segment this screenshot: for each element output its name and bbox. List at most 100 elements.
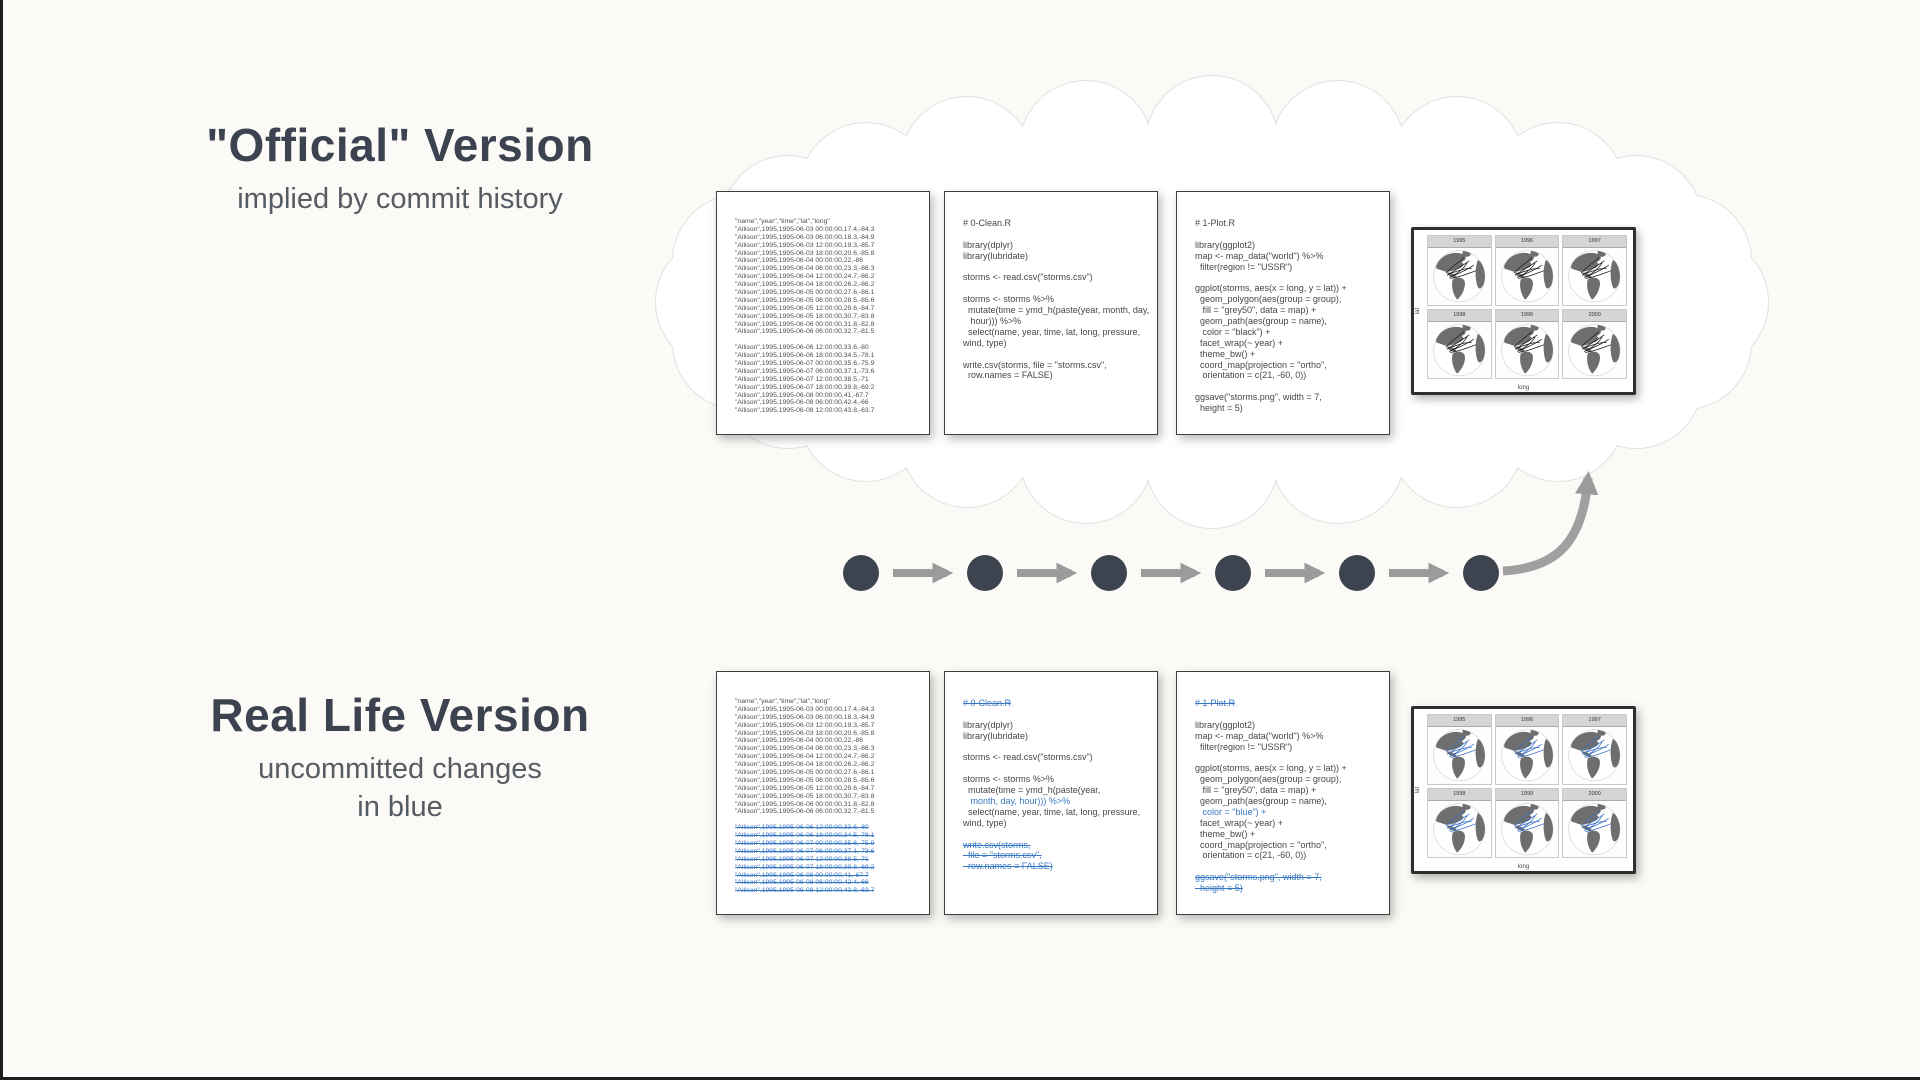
code-line: "Allison",1995,1995-06-07 12:00:00,38.5,… xyxy=(735,375,869,383)
code-line: filter(region != "USSR") xyxy=(1195,741,1293,752)
code-line: row.names = FALSE) xyxy=(963,370,1053,381)
code-line: "Allison",1995,1995-06-06 12:00:00,33.6,… xyxy=(735,344,869,352)
code-line: # 0-Clean.R xyxy=(963,218,1012,228)
facet-grid-real: 1995 1996 1997 1998 1999 2000 xyxy=(1427,714,1627,858)
facet-plot-area xyxy=(1495,800,1559,857)
facet-plot-area xyxy=(1495,321,1559,378)
code-line: storms <- storms %>% xyxy=(963,774,1055,785)
facet-plot-area xyxy=(1495,248,1559,305)
real-life-version-heading: Real Life Version uncommitted changes in… xyxy=(140,688,660,826)
code-line: "Allison",1995,1995-06-07 00:00:00,35.6,… xyxy=(735,840,875,848)
code-line xyxy=(1195,752,1383,763)
map-y-axis-label: lat xyxy=(1415,786,1422,794)
code-line: write.csv(storms, file = "storms.csv", xyxy=(963,359,1107,370)
map-facet: 1998 xyxy=(1427,308,1492,379)
code-line: "Allison",1995,1995-06-05 00:00:00,27.6,… xyxy=(735,289,875,297)
code-line: wind, type) xyxy=(963,337,1007,348)
code-line: "Allison",1995,1995-06-03 06:00:00,18.3,… xyxy=(735,233,875,241)
code-line: ggsave("storms.png", width = 7, xyxy=(1195,392,1322,403)
map-facet: 1998 xyxy=(1427,787,1492,858)
code-line: "Allison",1995,1995-06-04 06:00:00,23.3,… xyxy=(735,745,875,753)
csv-content-official: "name","year","time","lat","long""Alliso… xyxy=(717,192,929,421)
code-line: map <- map_data("world") %>% xyxy=(1195,250,1324,261)
code-line: ggsave("storms.png", width = 7, xyxy=(1195,872,1322,883)
clean-code-real: # 0-Clean.R library(dplyr)library(lubrid… xyxy=(945,672,1157,878)
facet-plot-area xyxy=(1563,321,1626,378)
code-line: "Allison",1995,1995-06-05 06:00:00,28.5,… xyxy=(735,296,875,304)
facet-plot-area xyxy=(1495,727,1559,784)
facet-year-label: 1999 xyxy=(1495,309,1559,322)
code-line: # 0-Clean.R xyxy=(963,698,1012,708)
code-line: library(dplyr) xyxy=(963,719,1014,730)
code-line: "Allison",1995,1995-06-07 12:00:00,38.5,… xyxy=(735,855,869,863)
commit-dot xyxy=(967,555,1003,591)
globe-map xyxy=(1497,728,1558,783)
code-line: "Allison",1995,1995-06-06 00:00:00,31.8,… xyxy=(735,320,875,328)
code-line: facet_wrap(~ year) + xyxy=(1195,817,1284,828)
commit-dot xyxy=(1339,555,1375,591)
commit-dot xyxy=(1215,555,1251,591)
facet-year-label: 1999 xyxy=(1495,788,1559,801)
facet-year-label: 1995 xyxy=(1428,236,1491,248)
facet-year-label: 1996 xyxy=(1495,715,1559,727)
clean-code-official: # 0-Clean.R library(dplyr)library(lubrid… xyxy=(945,192,1157,387)
code-line: select(name, year, time, lat, long, pres… xyxy=(963,326,1141,337)
code-line: "Allison",1995,1995-06-05 12:00:00,29.6,… xyxy=(735,304,875,312)
code-line: "Allison",1995,1995-06-05 00:00:00,27.6,… xyxy=(735,769,875,777)
code-line xyxy=(963,763,1151,774)
facet-plot-area xyxy=(1563,800,1626,857)
map-facet: 2000 xyxy=(1562,787,1627,858)
code-line: height = 5) xyxy=(1195,403,1243,414)
code-line: hour))) %>% xyxy=(963,316,1022,327)
globe-map xyxy=(1497,323,1558,378)
code-line: "Allison",1995,1995-06-03 18:00:00,20.6,… xyxy=(735,729,875,737)
facet-plot-area xyxy=(1428,248,1491,305)
map-y-axis-label: lat xyxy=(1415,307,1422,315)
code-line: "Allison",1995,1995-06-05 12:00:00,29.6,… xyxy=(735,784,875,792)
code-line: "Allison",1995,1995-06-06 18:00:00,34.5,… xyxy=(735,352,875,360)
real-title: Real Life Version xyxy=(210,689,590,741)
facet-year-label: 2000 xyxy=(1563,309,1626,322)
code-line: coord_map(projection = "ortho", xyxy=(1195,359,1327,370)
globe-map xyxy=(1564,802,1625,857)
code-line xyxy=(963,829,1151,840)
official-title: "Official" Version xyxy=(206,119,594,171)
facet-year-label: 2000 xyxy=(1563,788,1626,801)
facet-plot-area xyxy=(1428,800,1491,857)
facet-year-label: 1998 xyxy=(1428,788,1491,801)
facet-plot-area xyxy=(1563,727,1626,784)
code-line xyxy=(963,709,1151,720)
globe-map xyxy=(1497,802,1558,857)
csv-file-panel-real: "name","year","time","lat","long""Alliso… xyxy=(716,671,930,915)
code-line: orientation = c(21, -60, 0)) xyxy=(1195,370,1307,381)
plot-script-panel-real: # 1-Plot.R library(ggplot2)map <- map_da… xyxy=(1176,671,1390,915)
globe-map xyxy=(1497,249,1558,304)
map-facet: 1995 xyxy=(1427,714,1492,785)
code-line: "Allison",1995,1995-06-05 18:00:00,30.7,… xyxy=(735,312,875,320)
map-facet: 1996 xyxy=(1494,714,1560,785)
map-x-axis-label: long xyxy=(1517,864,1530,870)
code-line: theme_bw() + xyxy=(1195,828,1256,839)
code-line xyxy=(963,283,1151,294)
code-line: mutate(time = ymd_h(paste(year, xyxy=(963,785,1101,796)
code-line xyxy=(1195,272,1383,283)
code-line: "Allison",1995,1995-06-06 18:00:00,34.5,… xyxy=(735,832,875,840)
code-line: "Allison",1995,1995-06-06 12:00:00,33.6,… xyxy=(735,824,869,832)
code-line xyxy=(1195,229,1383,240)
map-output-panel-official: lat 1995 1996 1997 1998 1999 xyxy=(1411,227,1636,395)
facet-year-label: 1997 xyxy=(1563,715,1626,727)
code-line: ggplot(storms, aes(x = long, y = lat)) + xyxy=(1195,763,1347,774)
code-line: "Allison",1995,1995-06-03 12:00:00,19.3,… xyxy=(735,721,875,729)
code-line: library(lubridate) xyxy=(963,730,1029,741)
code-line: "Allison",1995,1995-06-07 06:00:00,37.1,… xyxy=(735,847,875,855)
map-facet: 1999 xyxy=(1494,308,1560,379)
code-line: map <- map_data("world") %>% xyxy=(1195,730,1324,741)
code-line: "Allison",1995,1995-06-03 00:00:00,17.4,… xyxy=(735,225,875,233)
facet-plot-area xyxy=(1428,727,1491,784)
code-line: "Allison",1995,1995-06-03 12:00:00,19.3,… xyxy=(735,241,875,249)
code-line xyxy=(963,262,1151,273)
code-line xyxy=(735,336,923,344)
code-line: geom_path(aes(group = name), xyxy=(1195,316,1327,327)
code-line: "Allison",1995,1995-06-08 06:00:00,42.4,… xyxy=(735,879,869,887)
csv-file-panel-official: "name","year","time","lat","long""Alliso… xyxy=(716,191,930,435)
